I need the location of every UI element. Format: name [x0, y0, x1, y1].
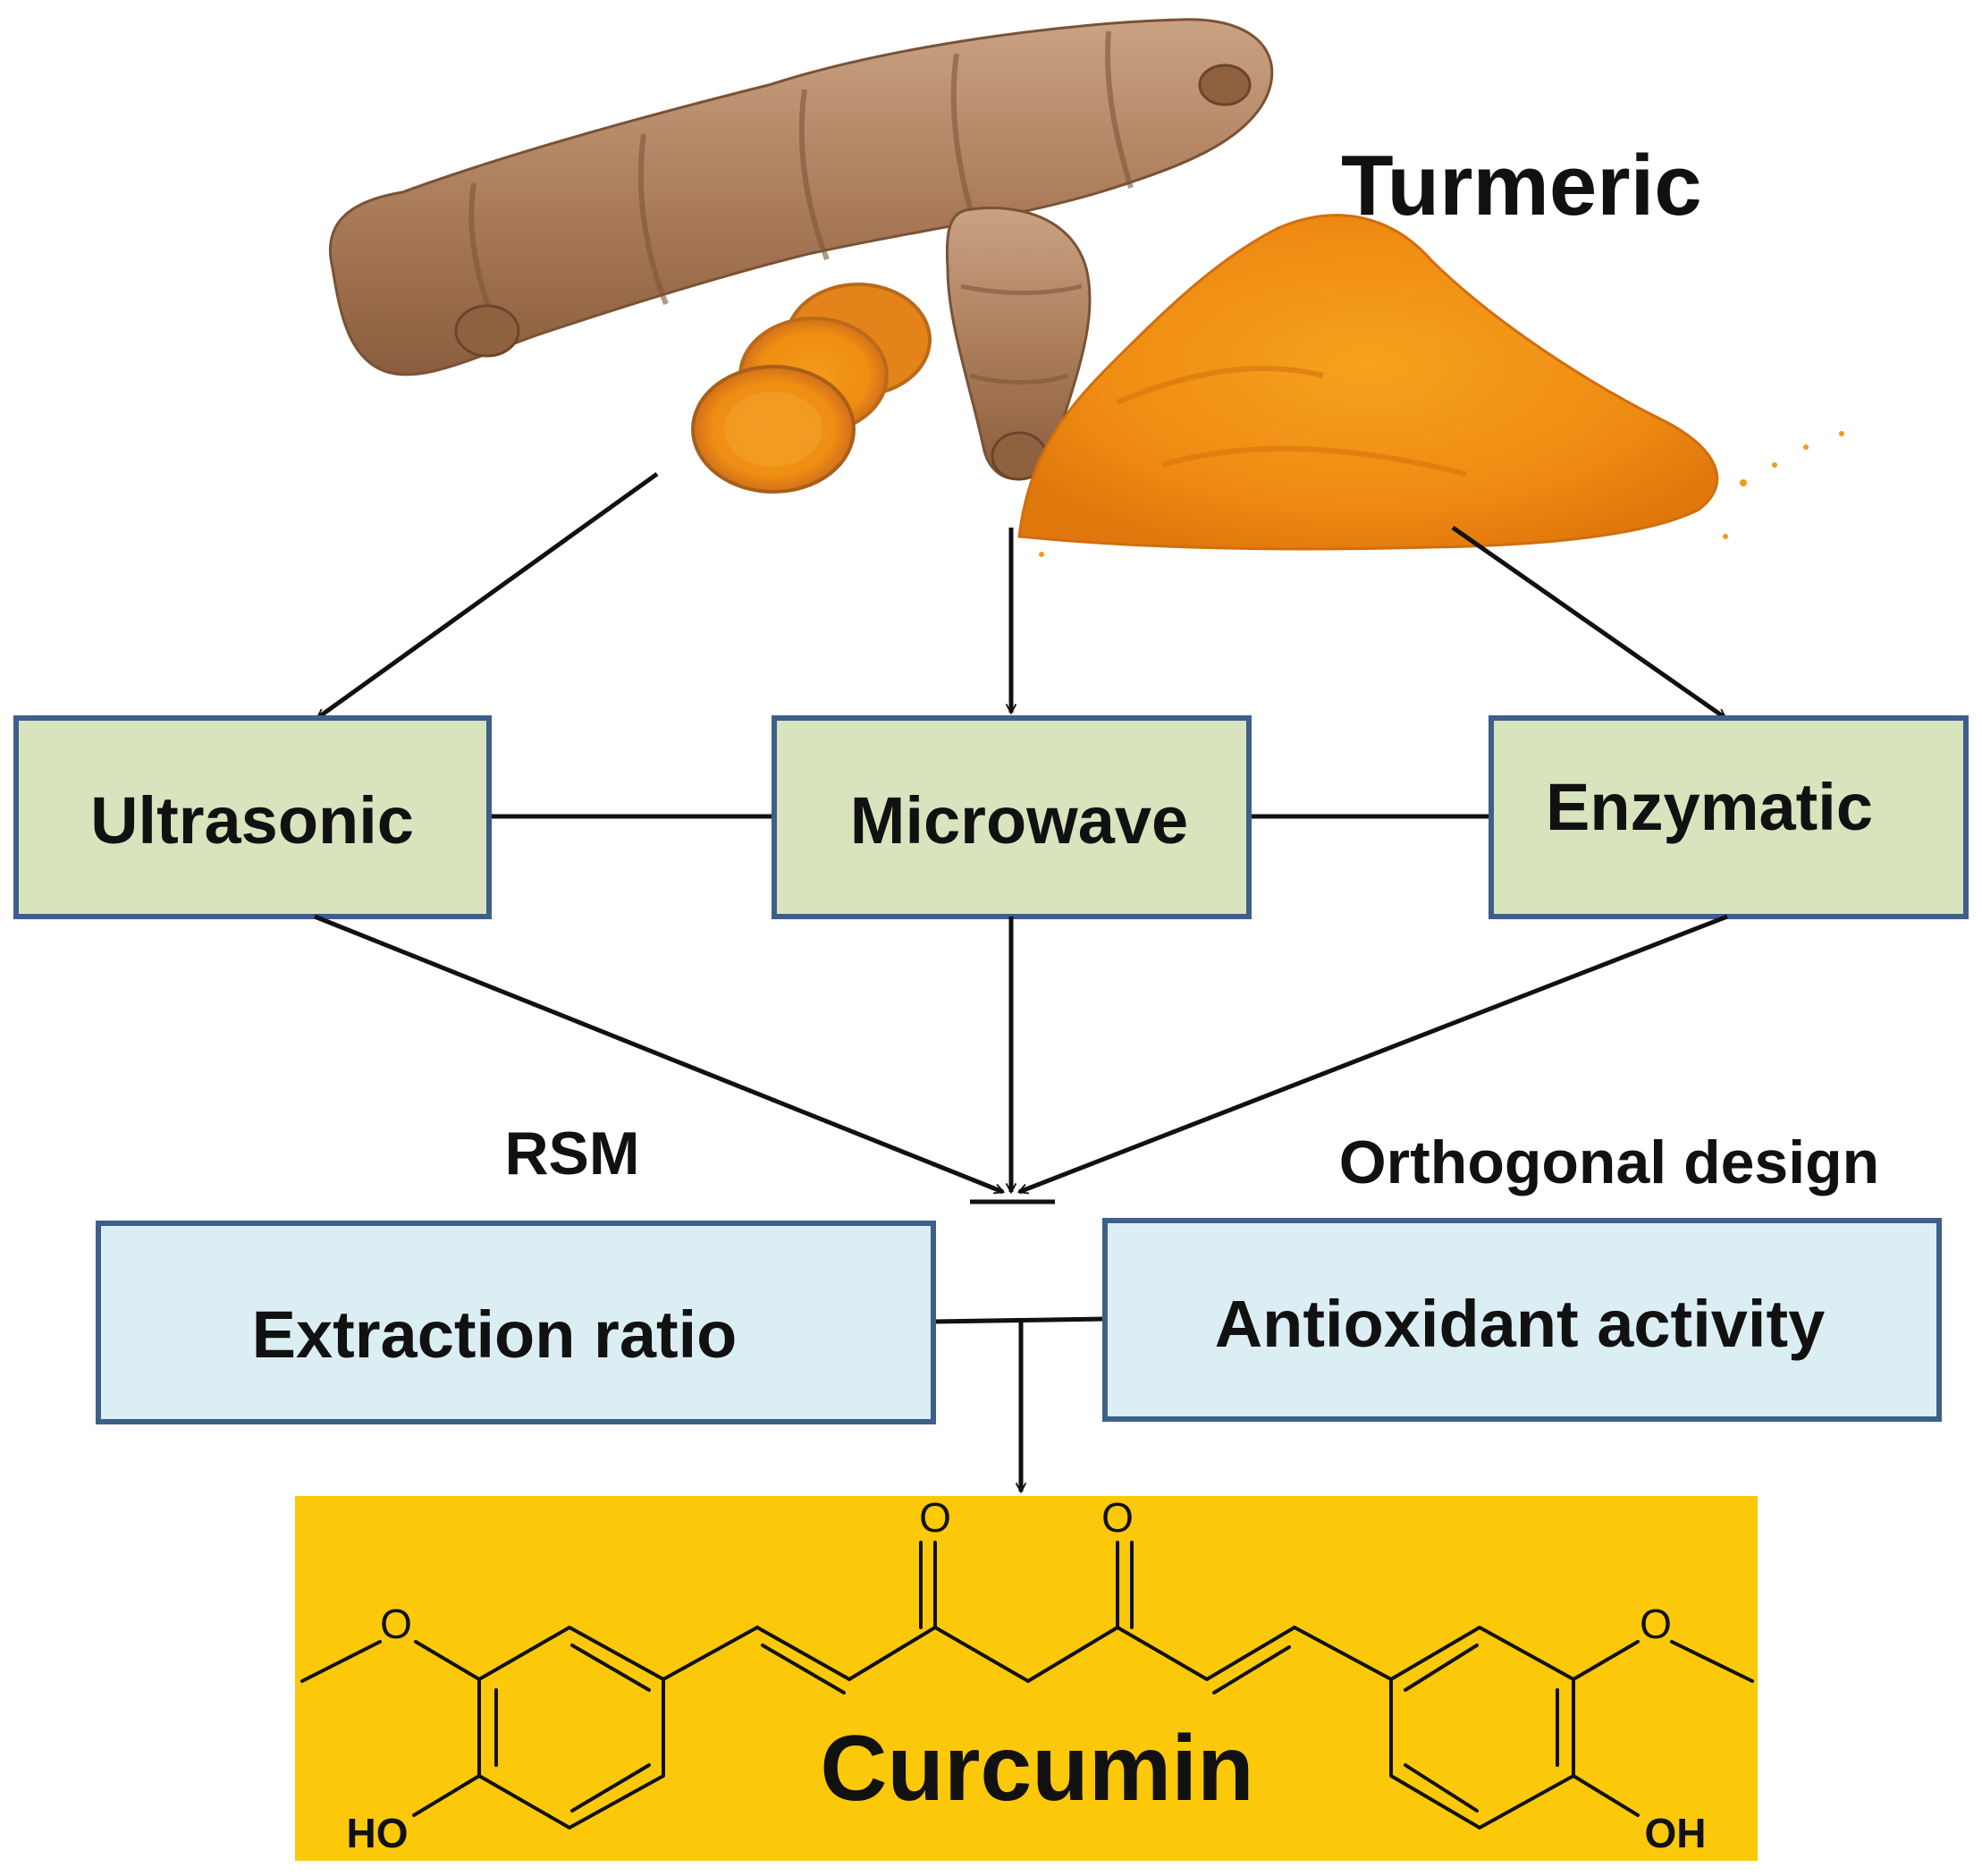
arrow-ultrasonic-converge [314, 914, 1003, 1192]
orthogonal-design-label: Orthogonal design [1339, 1128, 1879, 1196]
turmeric-title: Turmeric [1341, 138, 1702, 233]
arrow-to-enzymatic [1451, 525, 1725, 721]
connector-outcomes [932, 1316, 1106, 1324]
turmeric-branch [945, 207, 1092, 481]
atom-o-methoxy-left: O [380, 1601, 412, 1647]
ultrasonic-box [13, 715, 492, 919]
atom-o-ketone-right: O [1101, 1494, 1134, 1541]
antioxidant-activity-label: Antioxidant activity [1215, 1287, 1826, 1361]
microwave-label: Microwave [850, 783, 1188, 858]
atom-o-methoxy-right: O [1640, 1601, 1672, 1647]
turmeric-slices [691, 283, 932, 494]
curcumin-structure [300, 1541, 1754, 1830]
microwave-box [772, 715, 1252, 919]
enzymatic-box [1489, 715, 1969, 919]
extraction-ratio-label: Extraction ratio [252, 1297, 738, 1372]
source-arrows [317, 471, 1725, 721]
extraction-ratio-box [96, 1221, 936, 1424]
turmeric-illustration: Turmeric [328, 18, 1844, 557]
enzymatic-label: Enzymatic [1546, 770, 1873, 844]
turmeric-rhizome [328, 18, 1274, 376]
curcumin-label: Curcumin [820, 1717, 1253, 1821]
turmeric-powder [1017, 214, 1844, 557]
outcome-boxes: Extraction ratio Antioxidant activity [96, 1218, 1942, 1492]
arrow-to-ultrasonic [317, 471, 659, 721]
method-boxes: Ultrasonic Microwave Enzymatic [13, 715, 1969, 919]
curcumin-panel: O O O O HO OH Curcumin [295, 1494, 1758, 1861]
atom-oh-right: OH [1645, 1810, 1707, 1856]
antioxidant-activity-box [1102, 1218, 1942, 1422]
rsm-label: RSM [504, 1120, 639, 1187]
ultrasonic-label: Ultrasonic [90, 783, 414, 858]
converging-arrows [314, 914, 1728, 1204]
atom-o-ketone-left: O [919, 1494, 951, 1541]
atom-ho-left: HO [347, 1810, 409, 1856]
arrow-enzymatic-converge [1019, 914, 1728, 1192]
